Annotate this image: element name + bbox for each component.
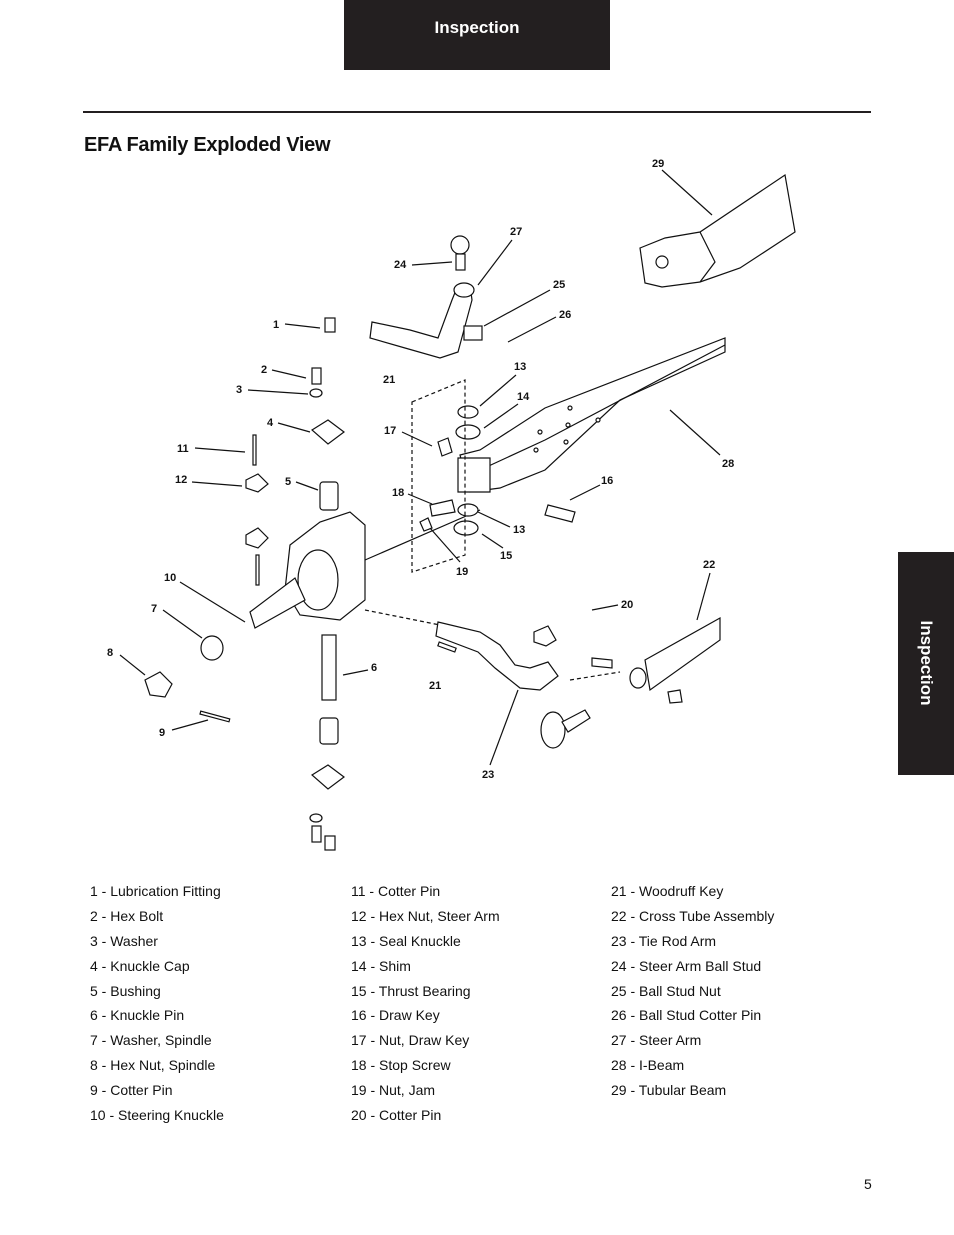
knuckle-stack (245, 317, 345, 851)
legend-item: 13 - Seal Knuckle (351, 932, 461, 949)
callout-9: 9 (159, 727, 165, 739)
legend-item: 23 - Tie Rod Arm (611, 932, 717, 949)
callout-7: 7 (151, 603, 157, 615)
callout-15: 15 (500, 550, 512, 562)
legend-item: 15 - Thrust Bearing (351, 982, 471, 999)
callout-1: 1 (273, 319, 279, 331)
steering-knuckle (144, 509, 481, 723)
callout-8: 8 (107, 647, 113, 659)
legend-item: 7 - Washer, Spindle (90, 1032, 212, 1049)
callout-16: 16 (601, 475, 613, 487)
header-rule (83, 111, 871, 113)
legend-item: 9 - Cotter Pin (90, 1082, 173, 1099)
callout-numbers: 1 2 3 4 5 6 7 8 9 10 11 12 13 13 14 15 1… (107, 158, 734, 781)
callout-22: 22 (703, 559, 715, 571)
callout-6: 6 (371, 662, 377, 674)
legend-item: 10 - Steering Knuckle (90, 1107, 224, 1124)
legend-item: 26 - Ball Stud Cotter Pin (611, 1007, 762, 1024)
legend-item: 6 - Knuckle Pin (90, 1007, 185, 1024)
callout-24: 24 (394, 259, 407, 271)
callout-26: 26 (559, 309, 571, 321)
callout-20: 20 (621, 599, 633, 611)
legend-item: 27 - Steer Arm (611, 1032, 702, 1049)
legend-item: 17 - Nut, Draw Key (351, 1032, 470, 1049)
callout-17: 17 (384, 425, 396, 437)
legend-item: 11 - Cotter Pin (351, 883, 441, 899)
callout-19: 19 (456, 566, 468, 578)
legend-item: 18 - Stop Screw (351, 1057, 451, 1074)
steer-arm (369, 235, 483, 359)
side-tab: Inspection (898, 552, 954, 775)
legend-item: 5 - Bushing (90, 982, 161, 999)
callout-2: 2 (261, 364, 267, 376)
legend-item: 21 - Woodruff Key (611, 883, 724, 899)
legend-item: 1 - Lubrication Fitting (90, 883, 221, 899)
tie-rod-arm (435, 621, 591, 749)
tubular-beam (639, 173, 796, 288)
header-tab: Inspection (344, 0, 610, 70)
i-beam (457, 337, 726, 493)
legend-item: 20 - Cotter Pin (351, 1107, 442, 1124)
callout-13b: 13 (513, 524, 525, 536)
callout-10: 10 (164, 572, 176, 584)
header-tab-label: Inspection (434, 18, 520, 37)
page-title: EFA Family Exploded View (84, 134, 331, 156)
legend-item: 3 - Washer (90, 932, 158, 949)
callout-21a: 21 (383, 374, 395, 386)
legend-column-1: 1 - Lubrication Fitting 2 - Hex Bolt 3 -… (90, 879, 224, 1128)
legend-item: 14 - Shim (351, 957, 411, 974)
leader-lines (119, 169, 721, 766)
legend-item: 28 - I-Beam (611, 1057, 685, 1074)
callout-21b: 21 (429, 680, 441, 692)
page-number: 5 (864, 1176, 872, 1192)
callout-13a: 13 (514, 361, 526, 373)
legend-item: 2 - Hex Bolt (90, 907, 164, 924)
callout-23: 23 (482, 769, 494, 781)
legend-item: 19 - Nut, Jam (351, 1082, 436, 1099)
legend-item: 24 - Steer Arm Ball Stud (611, 957, 762, 974)
cross-tube (591, 616, 721, 704)
legend-item: 8 - Hex Nut, Spindle (90, 1057, 216, 1074)
callout-12: 12 (175, 474, 187, 486)
callout-25: 25 (553, 279, 565, 291)
callout-3: 3 (236, 384, 242, 396)
callout-27: 27 (510, 226, 522, 238)
callout-5: 5 (285, 476, 291, 488)
exploded-view-diagram: 1 2 3 4 5 6 7 8 9 10 11 12 13 13 14 15 1… (107, 158, 796, 851)
callout-18: 18 (392, 487, 404, 499)
callout-4: 4 (267, 417, 274, 429)
callout-28: 28 (722, 458, 734, 470)
legend-item: 16 - Draw Key (351, 1007, 440, 1024)
callout-11: 11 (177, 443, 189, 455)
legend-item: 29 - Tubular Beam (611, 1082, 727, 1099)
callout-14: 14 (517, 391, 530, 403)
legend-column-2: 11 - Cotter Pin 12 - Hex Nut, Steer Arm … (351, 879, 500, 1128)
legend-column-3: 21 - Woodruff Key 22 - Cross Tube Assemb… (611, 879, 774, 1103)
legend-item: 4 - Knuckle Cap (90, 957, 190, 974)
callout-29: 29 (652, 158, 664, 170)
legend-item: 12 - Hex Nut, Steer Arm (351, 907, 500, 924)
legend-item: 25 - Ball Stud Nut (611, 982, 721, 999)
legend-item: 22 - Cross Tube Assembly (611, 907, 775, 924)
seal-stack (419, 405, 576, 536)
